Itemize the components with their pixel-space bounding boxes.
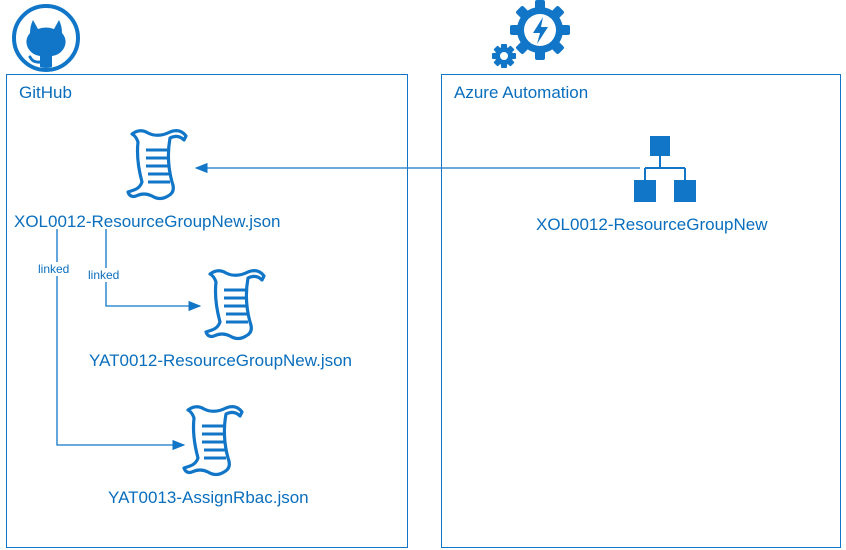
github-logo-icon — [12, 4, 80, 72]
yat0012-json-label: YAT0012-ResourceGroupNew.json — [89, 351, 353, 370]
azure-automation-panel: Azure Automation — [441, 74, 841, 548]
yat0013-json-label: YAT0013-AssignRbac.json — [108, 488, 309, 507]
script-icon — [126, 129, 188, 201]
linked-label-left: linked — [37, 262, 71, 276]
xol-json-label: XOL0012-ResourceGroupNew.json — [14, 212, 281, 231]
github-panel: GitHub — [6, 74, 408, 548]
azure-panel-title: Azure Automation — [454, 83, 589, 102]
script-icon — [204, 269, 266, 341]
runbook-label: XOL0012-ResourceGroupNew — [536, 215, 768, 234]
azure-automation-icon — [492, 0, 570, 68]
script-icon — [182, 405, 244, 477]
linked-label-right: linked — [87, 268, 121, 282]
linked-connector-yat0013 — [56, 229, 186, 451]
github-panel-title: GitHub — [19, 83, 72, 102]
linked-connector-yat0012 — [105, 229, 202, 312]
hierarchy-icon — [634, 136, 696, 202]
